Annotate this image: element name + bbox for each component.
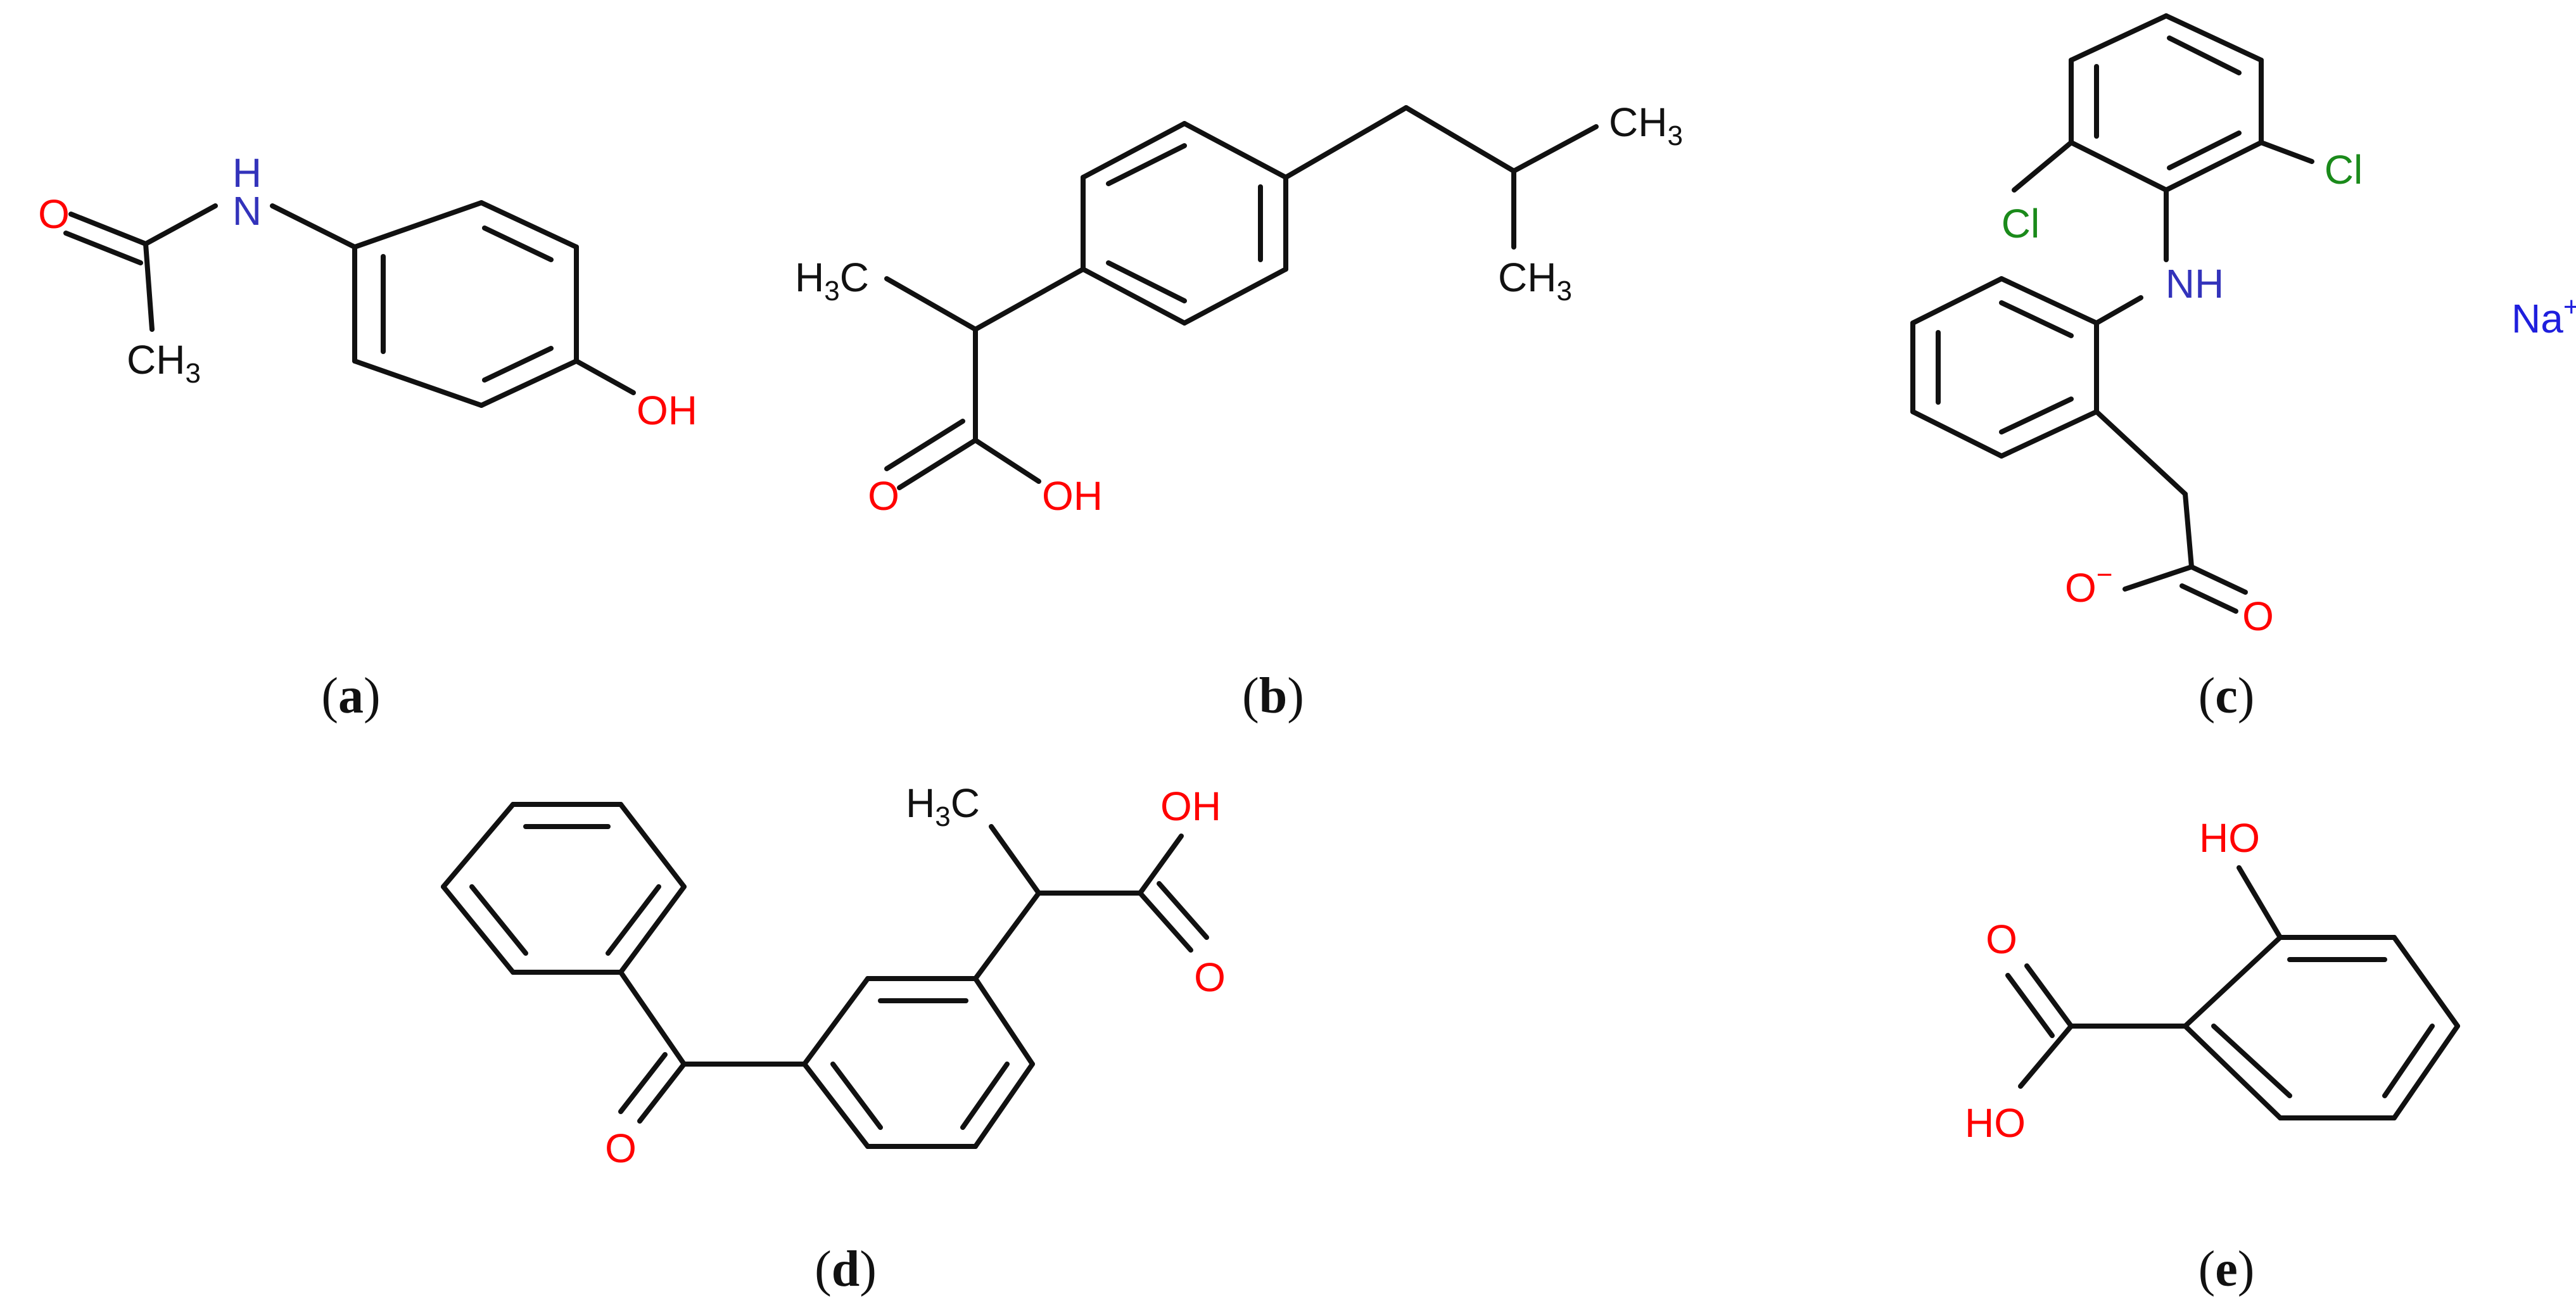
chlorine-atom-right: Cl (2325, 147, 2363, 193)
methyl-group-left: H3C (795, 255, 869, 307)
molecule-d: H3C OH O O (d) (441, 780, 1226, 1297)
chlorine-atom-left: Cl (2002, 201, 2040, 246)
methyl-group: H3C (906, 780, 980, 832)
molecule-b: CH3 CH3 H3C O OH (b) (795, 99, 1683, 724)
caption-d: (d) (815, 1241, 877, 1297)
carbonyl-oxygen: O (868, 473, 899, 519)
caption-b: (b) (1242, 668, 1304, 724)
bonds-d (441, 802, 1209, 1149)
hydroxyl-group-top: HO (2199, 815, 2260, 861)
caption-c: (c) (2198, 668, 2255, 724)
hydroxyl-group: OH (1042, 473, 1103, 519)
carboxylate-oxygen-anion: O− (2065, 559, 2112, 611)
ketone-oxygen: O (605, 1126, 637, 1171)
hydrogen-atom: H (232, 150, 262, 196)
nitrogen-atom: N (232, 188, 262, 234)
sodium-ion: Na+ (2511, 291, 2576, 341)
caption-a: (a) (321, 668, 380, 724)
molecule-e: HO O HO (e) (1965, 815, 2460, 1297)
methyl-group: CH3 (127, 337, 201, 389)
molecule-c: Cl Cl NH Na+ O− O (c) (1910, 13, 2576, 724)
molecule-a: O H N CH3 OH (a) (38, 150, 697, 724)
bonds-e (2005, 865, 2460, 1120)
amine-group: NH (2166, 261, 2224, 307)
methyl-group-bottom: CH3 (1498, 255, 1572, 307)
caption-e: (e) (2198, 1241, 2255, 1297)
hydroxyl-group: OH (1160, 783, 1221, 829)
bonds-b (884, 105, 1599, 490)
carbonyl-oxygen: O (1986, 917, 2017, 962)
bonds-c (1910, 13, 2314, 614)
carboxylate-oxygen: O (2242, 593, 2274, 639)
hydroxyl-group-bottom: HO (1965, 1100, 2026, 1146)
methyl-group-top: CH3 (1609, 99, 1683, 151)
bonds-a (63, 200, 636, 408)
oxygen-atom: O (38, 191, 70, 237)
acid-carbonyl-oxygen: O (1194, 955, 1226, 1000)
hydroxyl-group: OH (637, 388, 697, 433)
